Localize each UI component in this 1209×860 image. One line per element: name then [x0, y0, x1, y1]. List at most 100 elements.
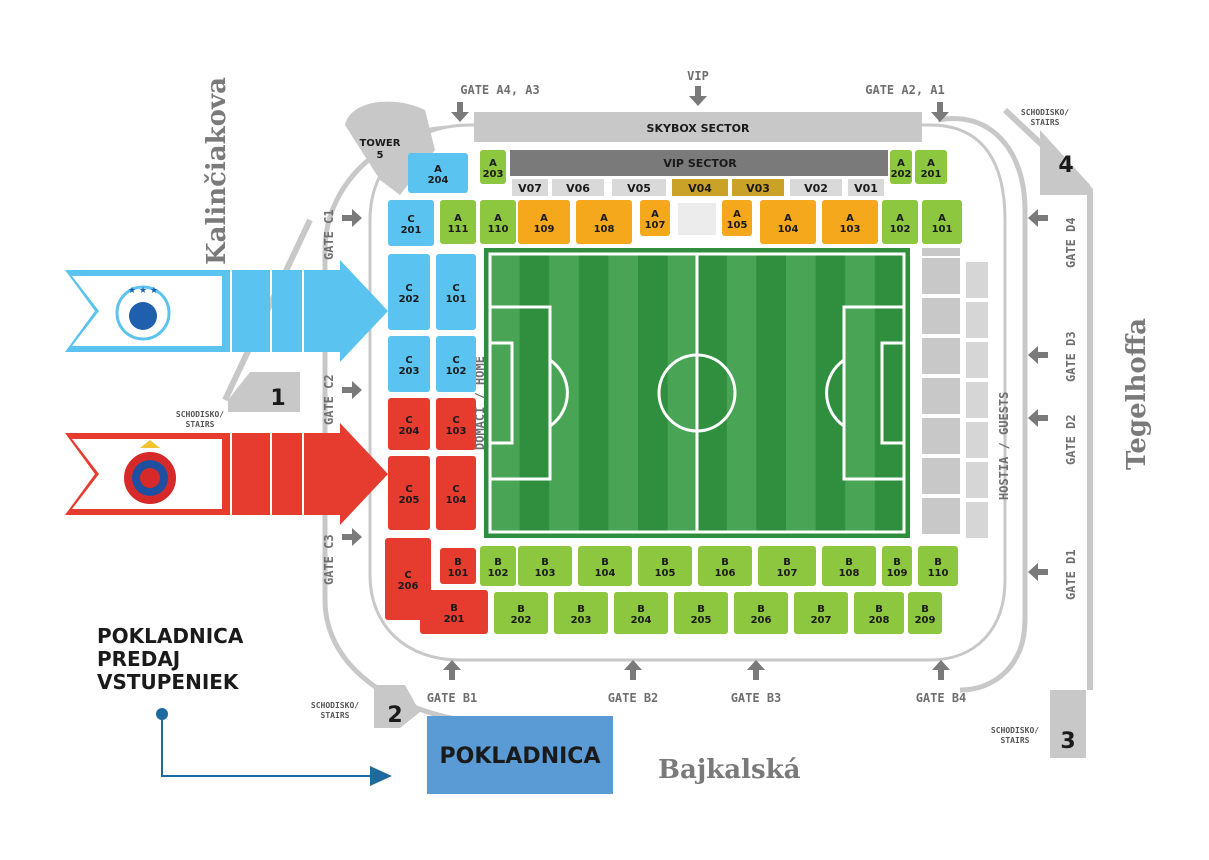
- block-number: 202: [511, 615, 532, 626]
- block-letter: B: [661, 557, 669, 568]
- vip-box-label: V04: [688, 182, 712, 195]
- gate-arrow-icon: [932, 660, 950, 680]
- block-number: 106: [715, 568, 736, 579]
- gate-vip-label: VIP: [687, 69, 709, 83]
- vip-box-v01[interactable]: V01: [848, 179, 884, 196]
- vip-sector[interactable]: [510, 150, 888, 176]
- trnava-flag: [65, 423, 388, 525]
- gate-arrow-icon: [1028, 409, 1048, 427]
- block-letter: A: [927, 158, 935, 169]
- guests-label: HOSTIA / GUESTS: [997, 392, 1011, 500]
- block-number: 204: [428, 175, 449, 186]
- block-letter: B: [577, 604, 585, 615]
- slovan-flag: ★ ★ ★: [65, 260, 388, 362]
- block-number: 102: [890, 224, 911, 235]
- block-number: 202: [891, 169, 912, 180]
- street-tegelhoffa: Tegelhoffa: [1122, 318, 1152, 470]
- block-number: 104: [446, 495, 467, 506]
- block-letter: C: [407, 214, 414, 225]
- tunnel: [678, 203, 716, 235]
- block-number: 111: [448, 224, 469, 235]
- vip-box-v05[interactable]: V05: [612, 179, 666, 196]
- guest-stands[interactable]: [922, 248, 988, 538]
- stairs-3-number: 3: [1060, 729, 1075, 754]
- block-letter: C: [405, 355, 412, 366]
- block-number: 110: [928, 568, 949, 579]
- gate-arrow-icon: [451, 102, 469, 122]
- stairs-4: 4 SCHODISKO/ STAIRS: [1021, 108, 1090, 195]
- block-letter: A: [494, 213, 502, 224]
- vip-box-v04[interactable]: V04: [672, 179, 728, 196]
- ticket-info-line3: VSTUPENIEK: [97, 670, 240, 694]
- block-letter: C: [452, 484, 459, 495]
- stairs-4-label2: STAIRS: [1031, 118, 1060, 127]
- block-letter: B: [450, 603, 458, 614]
- vip-box-v02[interactable]: V02: [790, 179, 842, 196]
- vip-box-v06[interactable]: V06: [552, 179, 604, 196]
- gate-arrow-icon: [624, 660, 642, 680]
- stairs-1: 1: [228, 372, 300, 412]
- gate-d2-label: GATE D2: [1064, 414, 1078, 465]
- block-letter: A: [540, 213, 548, 224]
- stairs-2-label1: SCHODISKO/: [311, 701, 359, 710]
- block-letter: B: [541, 557, 549, 568]
- block-number: 103: [446, 426, 467, 437]
- ticket-office-label: POKLADNICA: [440, 744, 601, 769]
- block-letter: C: [405, 484, 412, 495]
- block-number: 108: [839, 568, 860, 579]
- gate-arrow-icon: [342, 528, 362, 546]
- stairs-3-label2: STAIRS: [1001, 736, 1030, 745]
- gate-c1-label: GATE C1: [322, 209, 336, 260]
- block-number: 103: [840, 224, 861, 235]
- vip-box-v07[interactable]: V07: [512, 179, 548, 196]
- skybox-sector[interactable]: [474, 112, 922, 142]
- ticket-office-box[interactable]: [427, 716, 613, 794]
- vip-box-v03[interactable]: V03: [732, 179, 784, 196]
- stairs-4-number: 4: [1058, 153, 1073, 178]
- block-letter: B: [934, 557, 942, 568]
